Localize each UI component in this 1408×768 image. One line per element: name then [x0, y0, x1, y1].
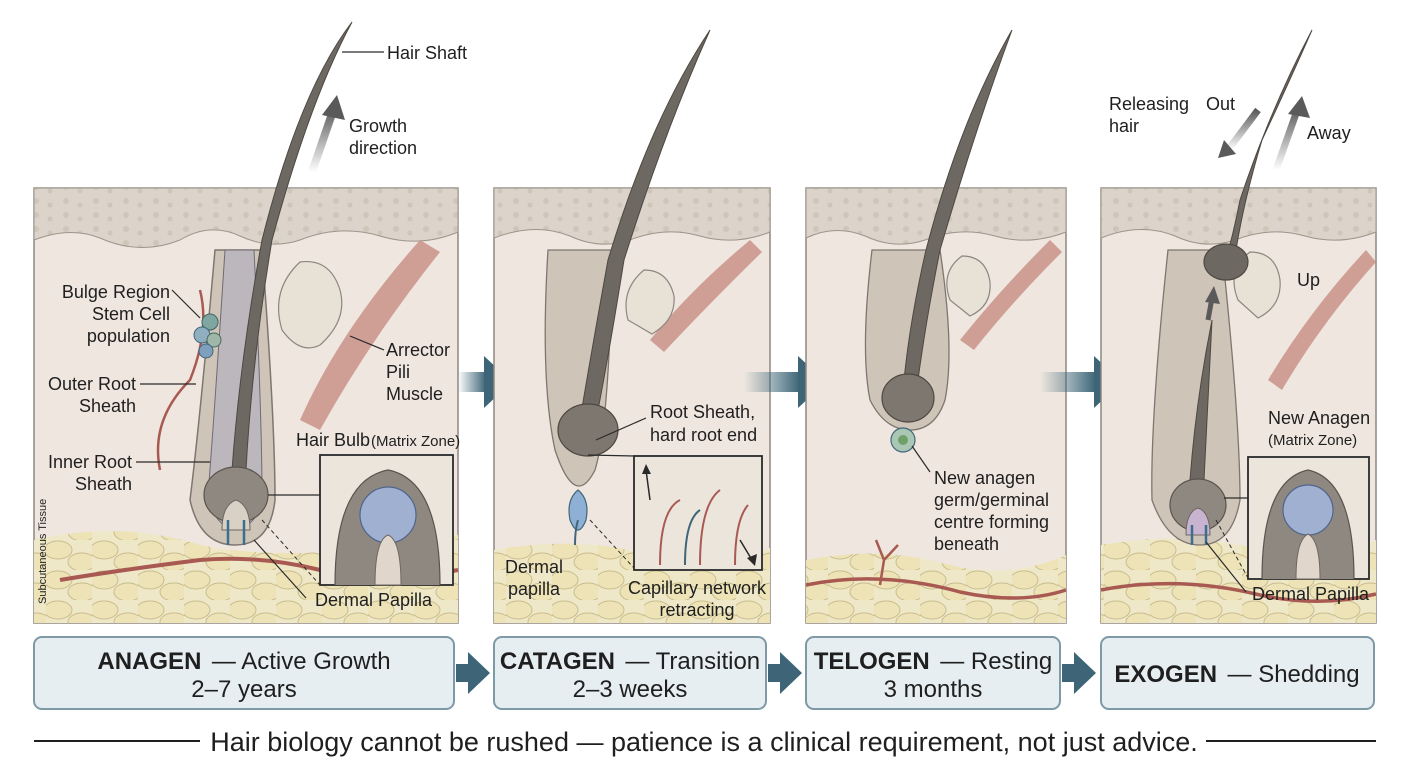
stage-box-anagen: [33, 636, 455, 710]
label-bulge-2: Stem Cell: [92, 304, 170, 324]
telogen-club-root: [881, 373, 935, 423]
label-new-anagen-germ-2: germ/germinal: [934, 490, 1049, 510]
box-arrow-2: [768, 652, 802, 694]
stage-line-telogen: TELOGEN — Resting: [814, 648, 1053, 675]
label-arrector-1: Arrector: [386, 340, 450, 360]
label-capillary-2: retracting: [659, 600, 734, 620]
label-hair-shaft: Hair Shaft: [387, 43, 467, 63]
catagen-labels: Root Sheath, hard root end Dermal papill…: [505, 402, 767, 620]
stage-duration-telogen: 3 months: [884, 676, 983, 703]
label-arrector-3: Muscle: [386, 384, 443, 404]
label-outer-root-1: Outer Root: [48, 374, 136, 394]
telogen-labels: New anagen germ/germinal centre forming …: [911, 445, 1049, 554]
label-releasing-2: hair: [1109, 116, 1139, 136]
label-matrix-zone: (Matrix Zone): [371, 433, 460, 450]
label-bulge-3: population: [87, 326, 170, 346]
exogen-panel: [1100, 29, 1377, 624]
capillary-inset: [633, 455, 763, 571]
catagen-panel: [493, 29, 771, 624]
footer: Hair biology cannot be rushed — patience…: [34, 727, 1376, 757]
label-inner-root-2: Sheath: [75, 474, 132, 494]
stage-duration-anagen: 2–7 years: [191, 676, 296, 703]
stage-line-catagen: CATAGEN — Transition: [500, 648, 760, 675]
released-club-root: [1203, 243, 1249, 281]
stage-line-exogen: EXOGEN — Shedding: [1114, 661, 1359, 688]
stem-cell-cluster: [193, 313, 222, 359]
stage-duration-catagen: 2–3 weeks: [573, 676, 688, 703]
club-hair-root: [557, 403, 619, 457]
label-new-anagen-2: (Matrix Zone): [1268, 432, 1357, 449]
stage-name-catagen: CATAGEN: [500, 648, 615, 675]
label-arrector-2: Pili: [386, 362, 410, 382]
stage-box-exogen: [1100, 636, 1375, 710]
footer-text: Hair biology cannot be rushed — patience…: [210, 727, 1198, 757]
label-root-sheath-2: hard root end: [650, 425, 757, 445]
label-new-anagen-germ-4: beneath: [934, 534, 999, 554]
label-new-anagen-1: New Anagen: [1268, 408, 1370, 428]
stage-desc-exogen: — Shedding: [1228, 661, 1360, 688]
label-growth-direction-1: Growth: [349, 116, 407, 136]
label-outer-root-2: Sheath: [79, 396, 136, 416]
label-root-sheath-1: Root Sheath,: [650, 402, 755, 422]
label-new-anagen-germ-3: centre forming: [934, 512, 1049, 532]
exogen-labels: Releasing hair Out Away Up New Anagen (M…: [1109, 94, 1370, 604]
label-hair-bulb: Hair Bulb: [296, 430, 370, 450]
anagen-panel: [33, 21, 459, 624]
stage-name-anagen: ANAGEN: [97, 648, 201, 675]
arrector-pili-muscle: [300, 240, 440, 430]
label-away: Away: [1307, 123, 1351, 143]
stage-line-anagen: ANAGEN — Active Growth: [97, 648, 390, 675]
stage-desc-catagen: — Transition: [625, 648, 760, 675]
label-out: Out: [1206, 94, 1235, 114]
label-growth-direction-2: direction: [349, 138, 417, 158]
catagen-dermal-papilla: [568, 489, 588, 531]
label-capillary-1: Capillary network: [628, 578, 767, 598]
box-arrow-1: [456, 652, 490, 694]
stage-box-catagen: [493, 636, 767, 710]
label-bulge-1: Bulge Region: [62, 282, 170, 302]
sebaceous-gland: [278, 260, 343, 349]
stage-desc-telogen: — Resting: [940, 648, 1052, 675]
anagen-labels: Hair Shaft Growth direction Bulge Region…: [37, 43, 467, 610]
label-dermal-papilla-exo: Dermal Papilla: [1252, 584, 1370, 604]
label-up: Up: [1297, 270, 1320, 290]
label-dermal-papilla: Dermal Papilla: [315, 590, 433, 610]
stage-name-telogen: TELOGEN: [814, 648, 930, 675]
label-subcutaneous: Subcutaneous Tissue: [37, 499, 49, 604]
stage-box-telogen: [805, 636, 1061, 710]
label-new-anagen-germ-1: New anagen: [934, 468, 1035, 488]
telogen-panel: [805, 29, 1067, 624]
label-releasing-1: Releasing: [1109, 94, 1189, 114]
stage-name-exogen: EXOGEN: [1114, 661, 1217, 688]
label-inner-root-1: Inner Root: [48, 452, 132, 472]
stage-boxes: ANAGEN — Active Growth 2–7 years CATAGEN…: [33, 636, 1375, 710]
label-dermal-papilla-cat-1: Dermal: [505, 557, 563, 577]
label-dermal-papilla-cat-2: papilla: [508, 579, 561, 599]
box-arrow-3: [1062, 652, 1096, 694]
stage-desc-anagen: — Active Growth: [212, 648, 391, 675]
